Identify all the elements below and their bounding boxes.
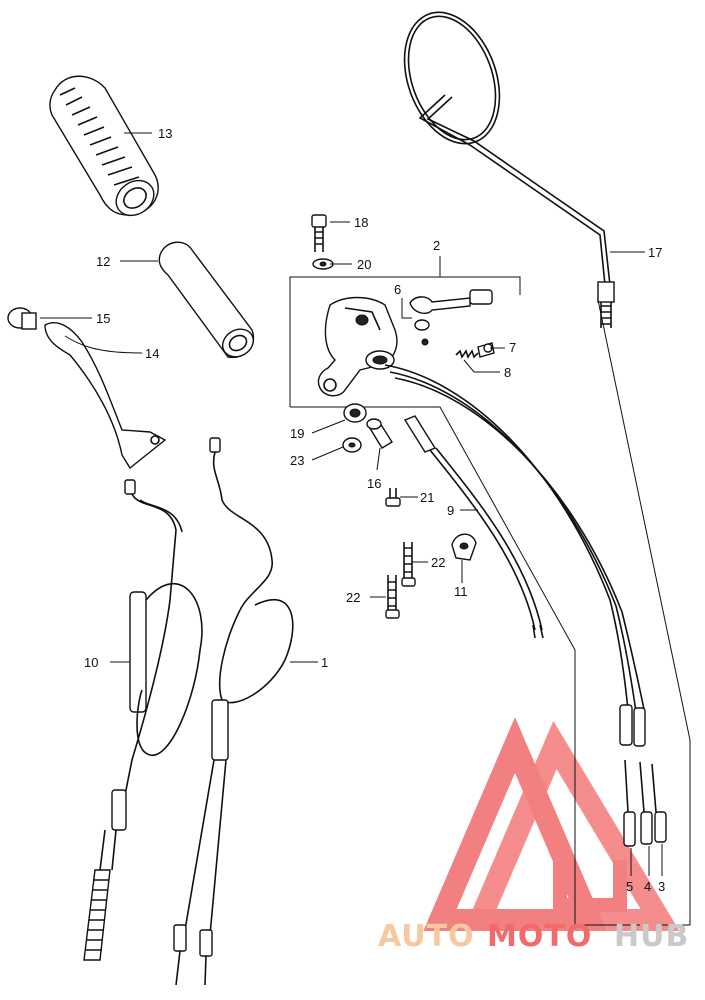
callout-1: 1 [321, 655, 328, 670]
callout-20: 20 [357, 257, 371, 272]
spring-8 [455, 349, 479, 359]
callout-22-lower: 22 [346, 590, 360, 605]
callout-13: 13 [158, 126, 172, 141]
part-7 [477, 342, 495, 358]
callout-4: 4 [644, 879, 651, 894]
callout-labels: 13 12 15 14 18 20 2 6 7 8 17 19 23 16 21… [84, 126, 665, 894]
watermark-logo [423, 717, 680, 931]
callout-17: 17 [648, 245, 662, 260]
watermark-auto: AUTO [378, 919, 475, 954]
nut-23 [342, 437, 362, 453]
pivot-bolt-16 [366, 418, 393, 449]
switch-screw-6 [409, 289, 493, 346]
throttle-cable-1 [173, 437, 294, 986]
callout-16: 16 [367, 476, 381, 491]
screw-22-upper [401, 542, 416, 587]
cable-clamp-11 [451, 533, 477, 561]
callout-18: 18 [354, 215, 368, 230]
callout-14: 14 [145, 346, 159, 361]
lever-pivot-cap [7, 307, 37, 330]
callout-11: 11 [454, 584, 468, 599]
callout-8: 8 [504, 365, 511, 380]
callout-15: 15 [96, 311, 110, 326]
clutch-cable-10 [83, 479, 203, 961]
watermark-hub: HUB [614, 919, 689, 954]
callout-5: 5 [626, 879, 633, 894]
callout-9: 9 [447, 503, 454, 518]
screw-22-lower [385, 575, 400, 619]
callout-19: 19 [290, 426, 304, 441]
throttle-tube [158, 241, 255, 359]
callout-7: 7 [509, 340, 516, 355]
callout-12: 12 [96, 254, 110, 269]
watermark-text: AUTO MOTO HUB [378, 919, 689, 954]
callout-6: 6 [394, 282, 401, 297]
callout-22-upper: 22 [431, 555, 445, 570]
washer-20 [312, 258, 334, 270]
clutch-switch-9 [403, 415, 544, 639]
bracket-assembly-outline [289, 276, 691, 926]
screw-21 [385, 488, 401, 507]
lever-bracket [317, 296, 398, 397]
grip [49, 75, 159, 217]
mirror [403, 11, 615, 328]
callout-21: 21 [420, 490, 434, 505]
callout-10: 10 [84, 655, 98, 670]
collar-19 [343, 403, 367, 423]
callout-3: 3 [658, 879, 665, 894]
callout-2: 2 [433, 238, 440, 253]
bracket-cables [384, 364, 667, 847]
clutch-lever [44, 322, 167, 470]
bolt-18 [311, 214, 327, 252]
callout-23: 23 [290, 453, 304, 468]
leader-lines [40, 132, 663, 876]
watermark-moto: MOTO [487, 919, 592, 954]
